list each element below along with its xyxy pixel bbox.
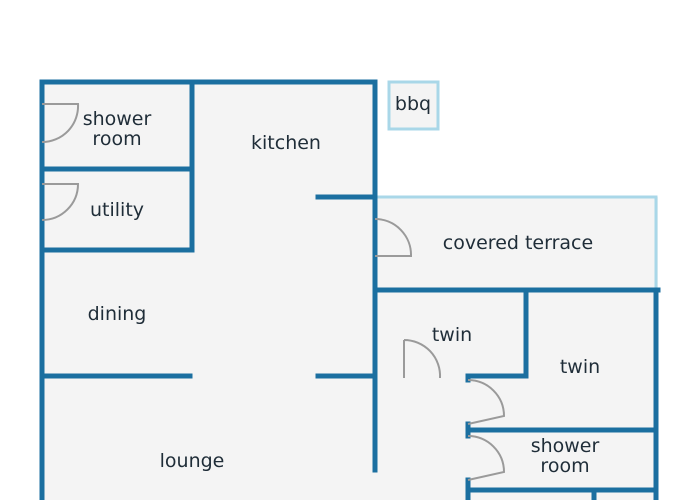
- outer-wall-north-west: [39, 79, 378, 500]
- door-twin-1: [403, 338, 442, 379]
- bbq-outline: [387, 80, 440, 131]
- dining-label: dining: [88, 303, 147, 325]
- shower-room-2-label-line1: shower: [531, 435, 600, 457]
- covered-terrace-label: covered terrace: [443, 232, 593, 254]
- door-hall-east: [467, 379, 506, 425]
- twin-2-label: twin: [560, 356, 600, 378]
- bbq-label: bbq: [395, 93, 431, 115]
- door-terrace: [374, 218, 413, 257]
- light-walls: [375, 80, 658, 290]
- east-wing-floor: [375, 290, 658, 500]
- terrace-outline: [375, 195, 658, 290]
- door-shower-room-1: [41, 103, 80, 144]
- floors: [42, 82, 658, 500]
- kitchen-label: kitchen: [251, 132, 321, 154]
- bbq-floor: [389, 82, 438, 129]
- shower-room-1-label-line1: shower: [83, 108, 152, 130]
- terrace-floor: [375, 197, 658, 290]
- main-floor: [42, 82, 375, 500]
- utility-label: utility: [90, 199, 144, 221]
- door-utility: [41, 183, 80, 221]
- doors: [41, 103, 506, 481]
- twin-1-label: twin: [432, 324, 472, 346]
- walls: [39, 79, 661, 500]
- shower-room-2-label-line2: room: [540, 455, 589, 477]
- lounge-label: lounge: [160, 450, 225, 472]
- shower-room-1-label-line2: room: [92, 128, 141, 150]
- door-shower-room-2: [467, 435, 506, 481]
